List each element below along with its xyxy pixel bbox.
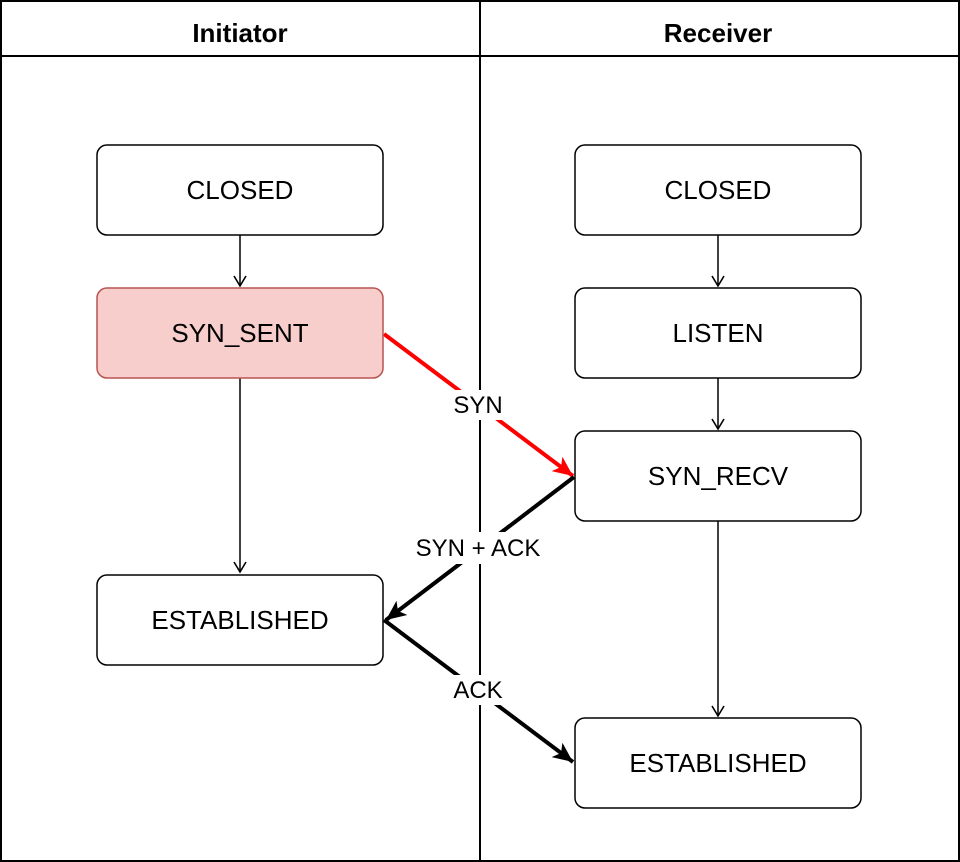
svg-text:ESTABLISHED: ESTABLISHED bbox=[629, 748, 806, 778]
svg-text:SYN: SYN bbox=[453, 392, 502, 419]
syn-message-label: SYN bbox=[443, 390, 515, 420]
receiver-lane-title: Receiver bbox=[664, 18, 772, 48]
svg-text:ACK: ACK bbox=[453, 677, 502, 704]
svg-text:LISTEN: LISTEN bbox=[672, 318, 763, 348]
receiver-syn-recv-state: SYN_RECV bbox=[574, 430, 862, 522]
svg-text:SYN + ACK: SYN + ACK bbox=[416, 535, 541, 562]
receiver-established-state: ESTABLISHED bbox=[574, 717, 862, 809]
svg-text:ESTABLISHED: ESTABLISHED bbox=[151, 605, 328, 635]
initiator-syn-sent-state: SYN_SENT bbox=[96, 287, 384, 379]
receiver-listen-state: LISTEN bbox=[574, 287, 862, 379]
svg-text:SYN_SENT: SYN_SENT bbox=[171, 318, 308, 348]
initiator-established-state: ESTABLISHED bbox=[96, 574, 384, 666]
syn-ack-message-label: SYN + ACK bbox=[402, 532, 554, 564]
initiator-lane-title: Initiator bbox=[192, 18, 287, 48]
svg-text:CLOSED: CLOSED bbox=[187, 175, 294, 205]
receiver-closed-state: CLOSED bbox=[574, 144, 862, 236]
lifecycle-connectors bbox=[233, 235, 725, 718]
initiator-closed-state: CLOSED bbox=[96, 144, 384, 236]
svg-text:SYN_RECV: SYN_RECV bbox=[648, 461, 789, 491]
ack-message-label: ACK bbox=[443, 675, 515, 705]
svg-text:CLOSED: CLOSED bbox=[665, 175, 772, 205]
